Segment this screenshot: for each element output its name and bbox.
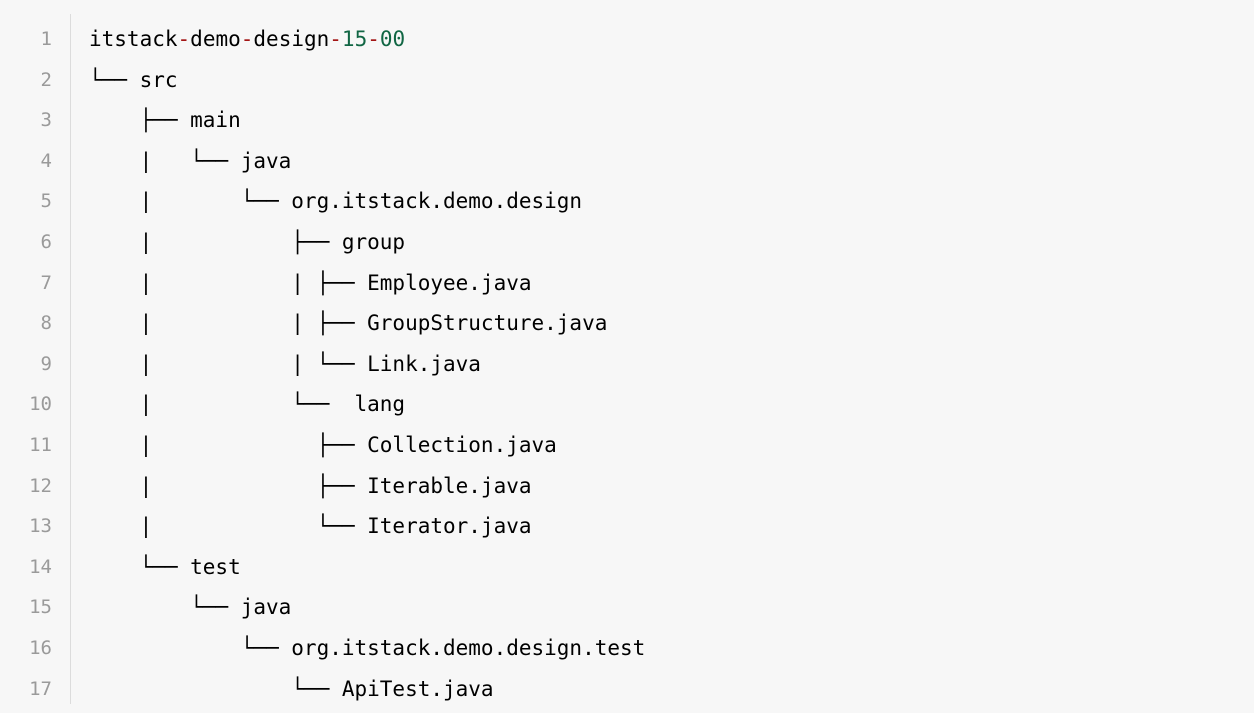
line-number: 7 xyxy=(40,271,52,294)
line-number: 11 xyxy=(29,433,52,456)
tree-line: | ├── Collection.java xyxy=(89,432,557,457)
line-number: 15 xyxy=(29,596,52,619)
project-root-name: itstack-demo-design-15-00 xyxy=(52,19,405,60)
code-line-6: 6 | ├── group xyxy=(0,222,1254,263)
code-line-16: 16 └── org.itstack.demo.design.test xyxy=(0,628,1254,669)
code-line-5: 5 | └── org.itstack.demo.design xyxy=(0,181,1254,222)
line-number: 1 xyxy=(40,28,52,50)
line-number: 17 xyxy=(29,677,52,700)
line-number: 12 xyxy=(29,474,52,497)
tree-line: └── org.itstack.demo.design.test xyxy=(89,635,646,660)
code-line-4: 4 | └── java xyxy=(0,141,1254,182)
line-number: 10 xyxy=(29,393,52,416)
code-line-14: 14 └── test xyxy=(0,547,1254,588)
code-line-10: 10 | └── lang xyxy=(0,384,1254,425)
line-number: 2 xyxy=(40,68,52,91)
title-part: - xyxy=(329,27,342,51)
title-part: demo xyxy=(190,27,241,51)
tree-line: | | ├── GroupStructure.java xyxy=(89,311,608,336)
title-part: 15 xyxy=(341,27,368,51)
code-line-13: 13 | └── Iterator.java xyxy=(0,506,1254,547)
gutter-divider xyxy=(70,14,71,704)
tree-line: └── src xyxy=(89,67,178,92)
title-part: - xyxy=(367,27,380,51)
tree-line: | └── Iterator.java xyxy=(89,514,532,539)
line-number: 8 xyxy=(40,312,52,335)
code-line-1: 1 itstack-demo-design-15-00 xyxy=(0,19,1254,60)
tree-line: └── java xyxy=(89,595,292,620)
line-number: 9 xyxy=(40,352,52,375)
title-part: - xyxy=(240,27,254,51)
code-line-7: 7 | | ├── Employee.java xyxy=(0,263,1254,304)
code-line-17: 17 └── ApiTest.java xyxy=(0,669,1254,710)
tree-line: | └── lang xyxy=(89,392,406,417)
code-line-12: 12 | ├── Iterable.java xyxy=(0,466,1254,507)
line-number: 16 xyxy=(29,636,52,659)
line-number: 5 xyxy=(40,190,52,213)
code-line-15: 15 └── java xyxy=(0,587,1254,628)
code-line-3: 3 ├── main xyxy=(0,100,1254,141)
tree-line: | | ├── Employee.java xyxy=(89,270,532,295)
tree-line: | | └── Link.java xyxy=(89,351,481,376)
tree-line: | └── java xyxy=(89,148,292,173)
code-line-11: 11 | ├── Collection.java xyxy=(0,425,1254,466)
line-number: 4 xyxy=(40,149,52,172)
code-line-9: 9 | | └── Link.java xyxy=(0,344,1254,385)
line-number: 13 xyxy=(29,515,52,538)
line-number: 14 xyxy=(29,555,52,578)
title-part: itstack xyxy=(89,27,178,51)
tree-line: ├── main xyxy=(89,108,241,133)
tree-line: | └── org.itstack.demo.design xyxy=(89,189,583,214)
code-line-2: 2 └── src xyxy=(0,60,1254,101)
tree-line: | ├── group xyxy=(89,229,406,254)
tree-line: └── test xyxy=(89,554,241,579)
tree-line: | ├── Iterable.java xyxy=(89,473,532,498)
line-number: 3 xyxy=(40,109,52,132)
tree-line: └── ApiTest.java xyxy=(89,676,494,701)
code-line-8: 8 | | ├── GroupStructure.java xyxy=(0,303,1254,344)
title-part: 00 xyxy=(379,27,406,51)
line-number: 6 xyxy=(40,230,52,253)
title-part: design xyxy=(253,27,330,51)
title-part: - xyxy=(177,27,191,51)
